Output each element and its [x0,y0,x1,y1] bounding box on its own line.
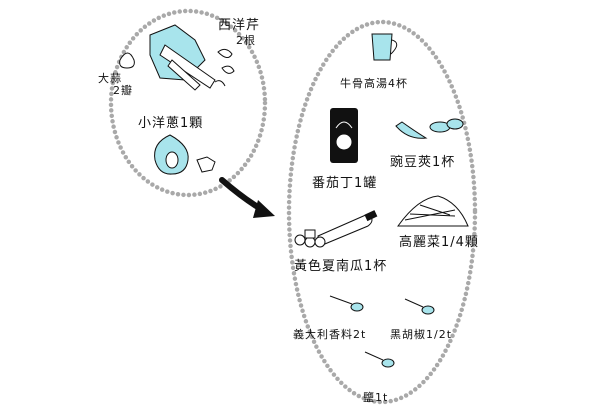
broth-label: 牛骨高湯4杯 [340,77,408,90]
cabbage-label: 高麗菜1/4顆 [399,235,479,250]
peas-label: 豌豆莢1杯 [390,155,456,170]
left-dotted-circle [108,8,268,198]
celery-name: 西洋芹 [218,18,261,33]
garlic-icon [119,52,135,69]
onion-icon [154,134,216,175]
spoon-pepper-icon [404,298,435,315]
tomato-can-icon [330,108,358,163]
salt-label: 鹽1t [363,391,389,404]
pepper-label: 黑胡椒1/2t [390,328,453,341]
measuring-cup-icon [371,33,398,61]
pea-pods-icon [395,118,464,139]
celery-qty: 2根 [236,34,256,47]
herbs-label: 義大利香料2t [293,328,367,341]
spoon-herbs-icon [329,295,364,312]
garlic-name: 大蒜 [98,72,122,85]
arrow-icon [219,177,275,218]
celery-icon [149,24,216,91]
onion-label: 小洋蔥1顆 [138,116,204,131]
cabbage-icon [397,195,469,227]
squash-label: 黃色夏南瓜1杯 [294,259,388,274]
right-dotted-ellipse [286,19,478,405]
mushroom-icon [214,48,235,87]
spoon-salt-icon [364,351,395,368]
tomato-label: 番茄丁1罐 [312,176,378,191]
squash-icon [294,210,378,248]
garlic-qty: 2瓣 [113,84,133,97]
